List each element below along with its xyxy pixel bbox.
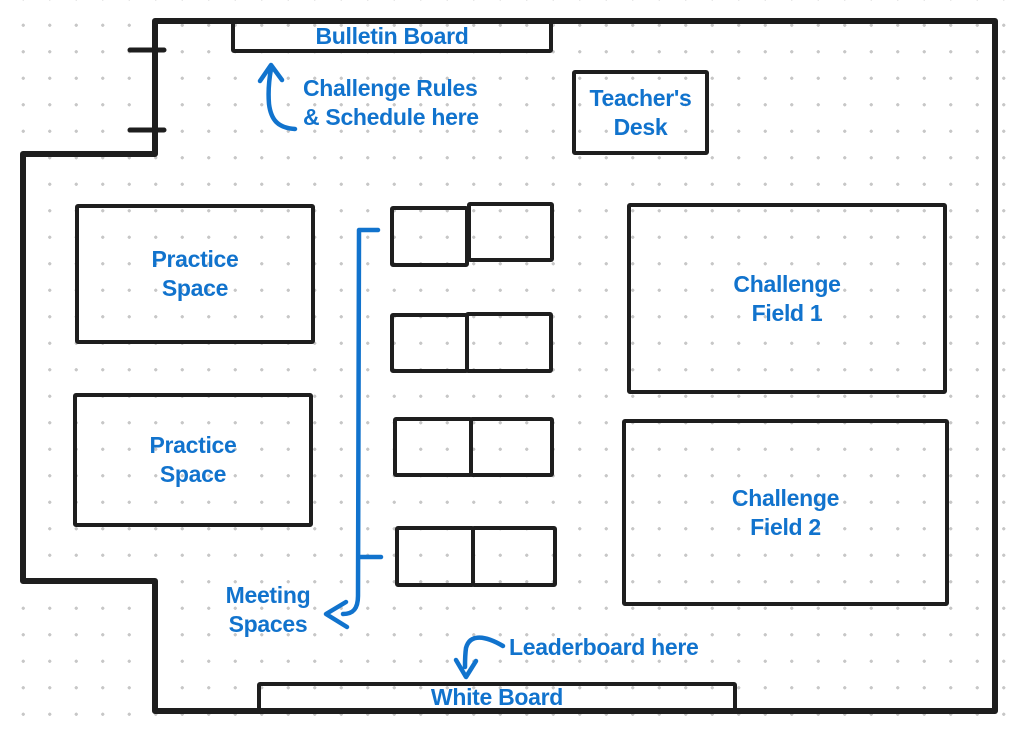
room-outline <box>20 18 998 714</box>
bulletin-board-label: Bulletin Board <box>315 22 469 49</box>
meeting-table-1-left <box>390 206 469 267</box>
challenge-rules-note-line1: Challenge Rules <box>303 75 478 101</box>
challenge-rules-note-line2: & Schedule here <box>303 104 479 130</box>
practice-space-2-label-line2: Space <box>159 461 227 487</box>
teachers-desk-label-line2: Desk <box>613 113 668 140</box>
room-walls <box>20 18 998 714</box>
meeting-table-1-right <box>467 202 554 262</box>
leaderboard-note: Leaderboard here <box>509 633 699 662</box>
meeting-spaces-bracket-arrow-icon <box>323 227 384 630</box>
door-marks <box>127 47 167 133</box>
teachers-desk: Teacher's Desk <box>572 70 709 155</box>
challenge-field-1: Challenge Field 1 <box>627 203 947 394</box>
white-board-label: White Board <box>430 684 564 710</box>
challenge-field-2-label-line2: Field 2 <box>750 513 821 540</box>
bulletin-board: Bulletin Board <box>231 19 553 53</box>
meeting-table-2-right <box>465 312 553 373</box>
practice-space-1: Practice Space <box>75 204 315 344</box>
leaderboard-note-label: Leaderboard here <box>509 634 699 660</box>
challenge-field-1-label-line1: Challenge <box>733 270 841 297</box>
practice-space-2-label-line1: Practice <box>149 432 237 458</box>
meeting-spaces-note: Meeting Spaces <box>196 581 340 639</box>
challenge-field-1-label-line2: Field 1 <box>751 299 823 326</box>
meeting-table-4-left <box>395 526 475 587</box>
teachers-desk-label-line1: Teacher's <box>589 84 692 111</box>
meeting-table-4-right <box>471 526 557 587</box>
challenge-rules-note: Challenge Rules & Schedule here <box>303 74 479 132</box>
practice-space-1-label-line2: Space <box>161 275 229 301</box>
challenge-field-2-label-line1: Challenge <box>731 484 840 511</box>
practice-space-1-label-line1: Practice <box>151 246 239 272</box>
practice-space-2: Practice Space <box>73 393 313 527</box>
meeting-table-2-left <box>390 313 469 373</box>
leaderboard-down-arrow-icon <box>453 635 506 680</box>
meeting-spaces-note-line2: Spaces <box>228 611 308 637</box>
challenge-field-2: Challenge Field 2 <box>622 419 949 606</box>
challenge-rules-up-arrow-icon <box>257 62 298 132</box>
meeting-table-3-right <box>469 417 554 477</box>
meeting-table-3-left <box>393 417 473 477</box>
meeting-spaces-note-line1: Meeting <box>225 582 311 608</box>
white-board: White Board <box>257 682 737 713</box>
blue-annotation-strokes <box>257 62 506 680</box>
